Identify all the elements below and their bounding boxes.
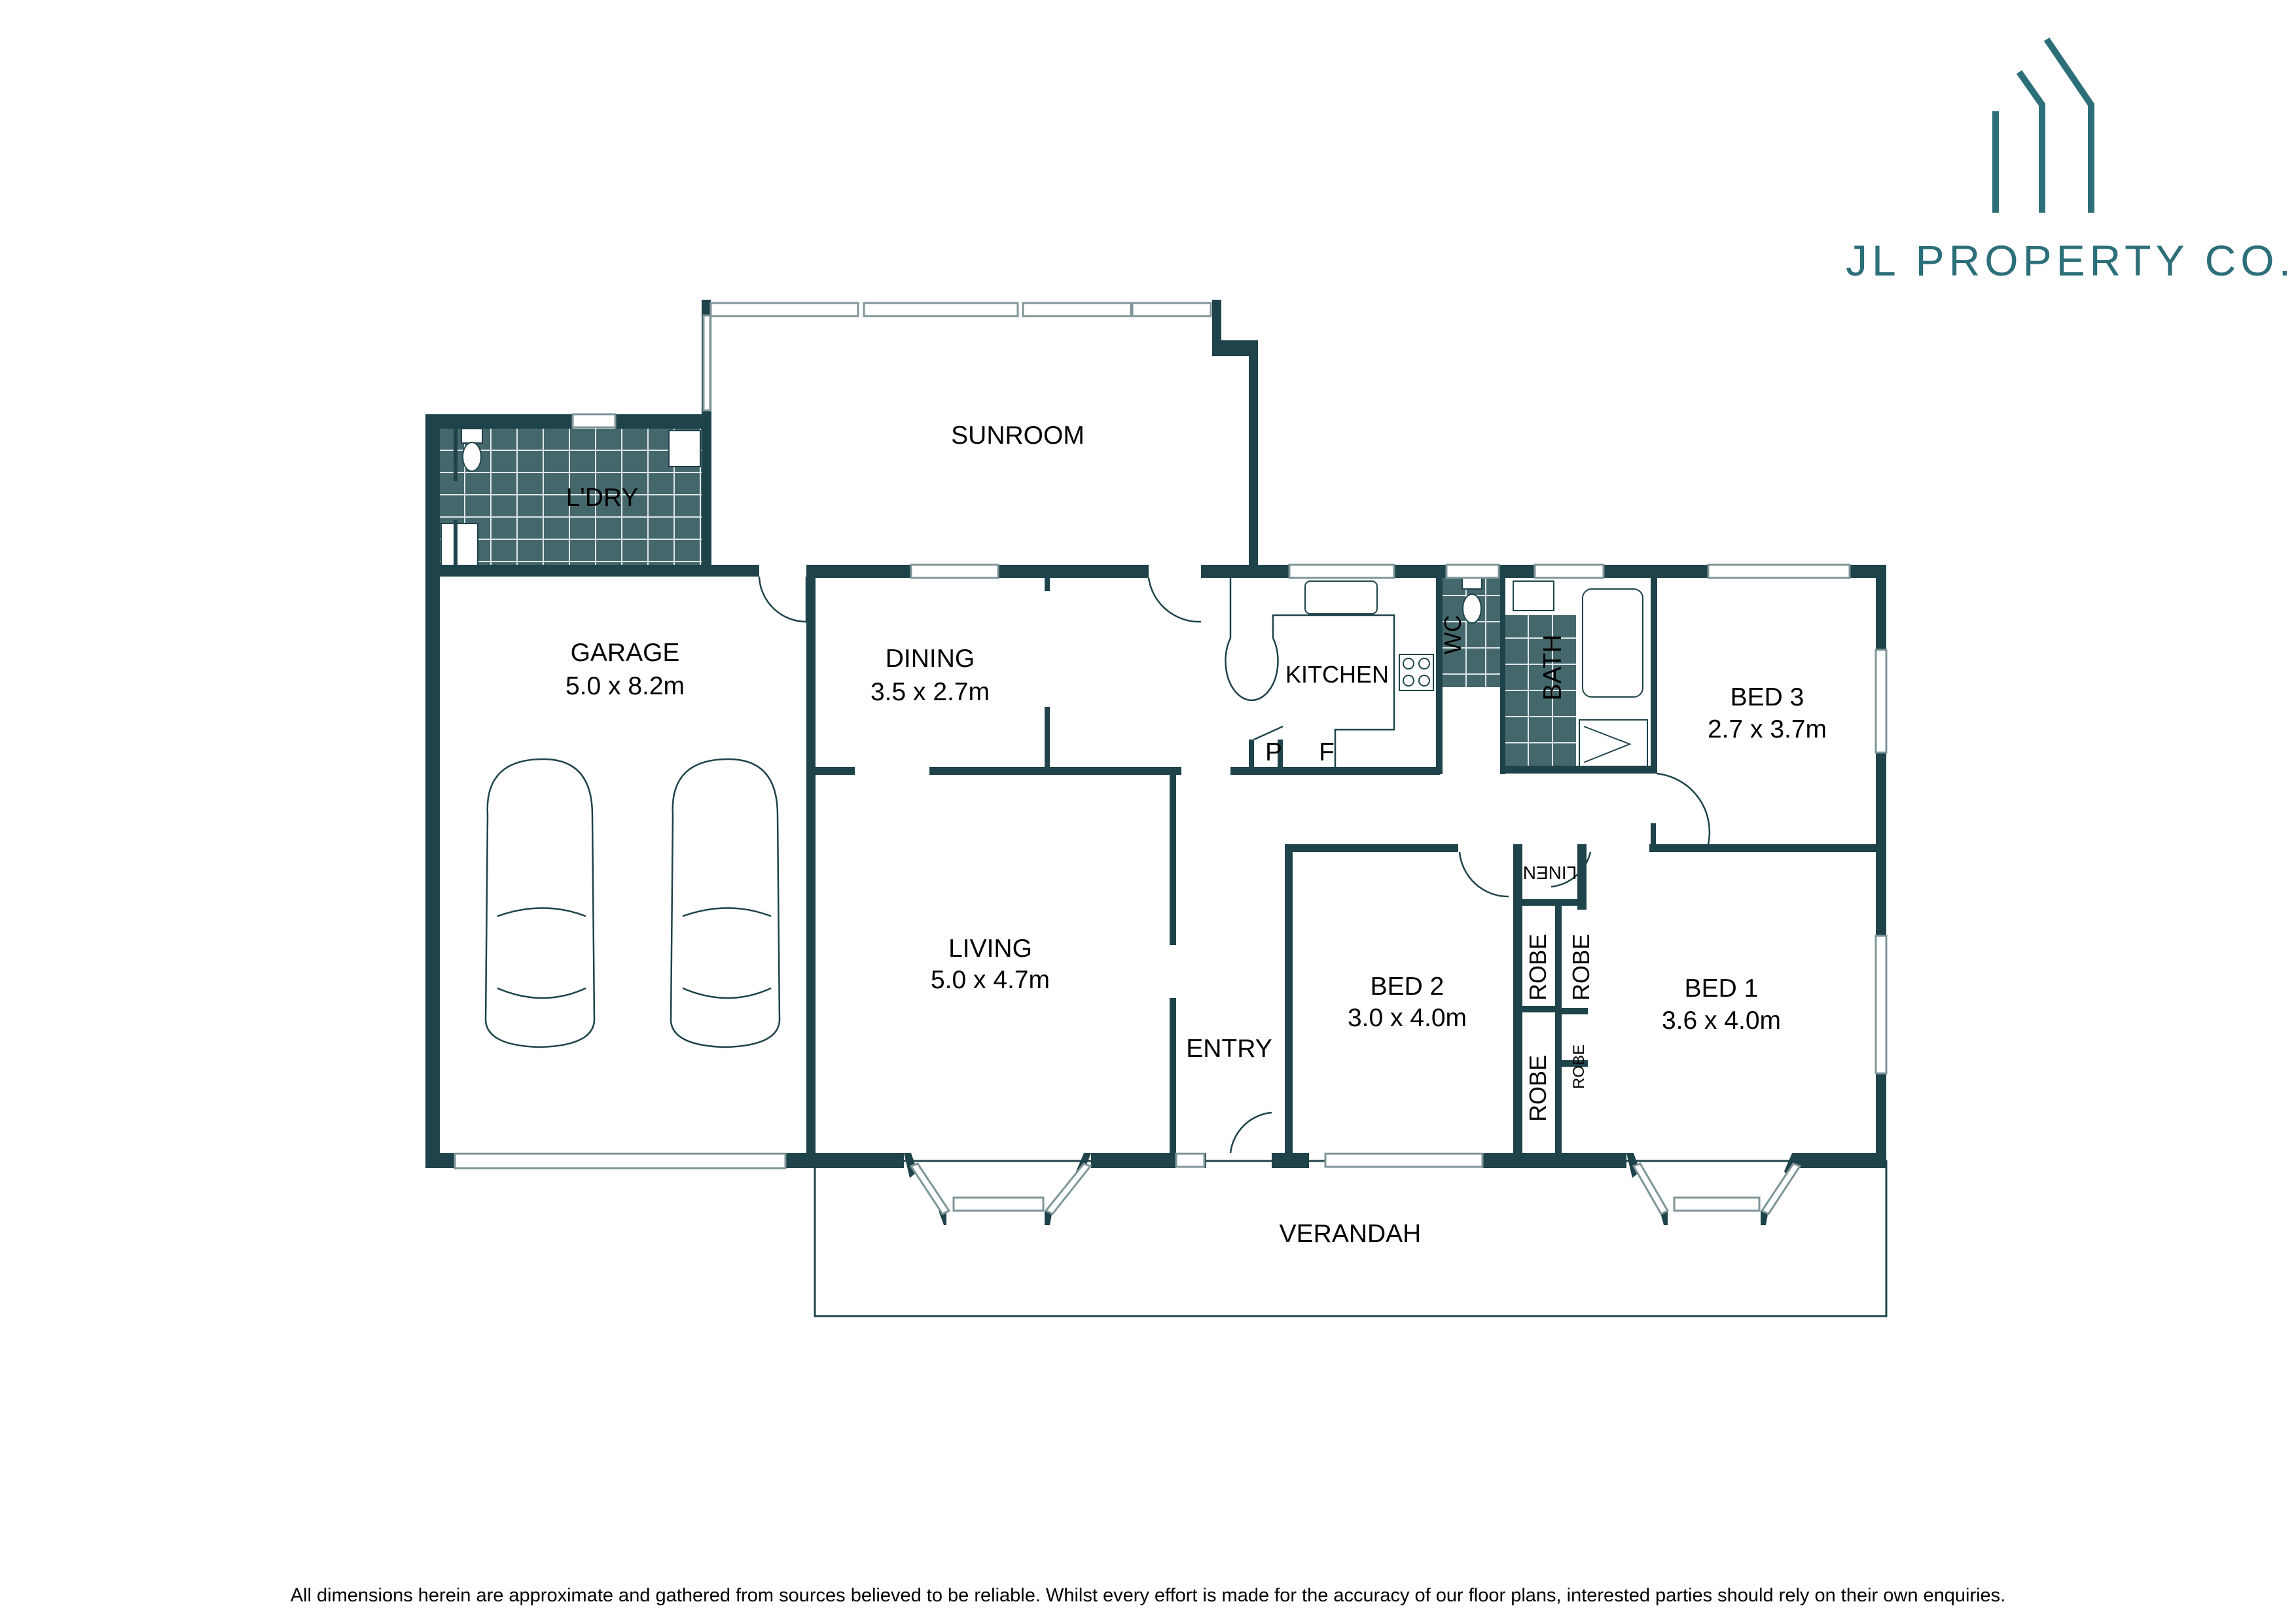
kitchen-sink-icon <box>1304 580 1378 615</box>
room-size-living: 5.0 x 4.7m <box>931 966 1050 994</box>
room-label-entry: ENTRY <box>1186 1035 1272 1063</box>
laundry-tub-icon <box>668 430 701 467</box>
shower-icon <box>440 523 478 569</box>
shower-icon <box>1579 719 1648 770</box>
robe-label: ROBE <box>1568 934 1594 1001</box>
room-label-living: LIVING <box>948 935 1032 963</box>
robe-label: ROBE <box>1570 1044 1588 1089</box>
disclaimer-text: All dimensions herein are approximate an… <box>290 1585 2006 1606</box>
room-label-wc: WC <box>1439 615 1466 654</box>
room-size-bed2: 3.0 x 4.0m <box>1348 1004 1467 1032</box>
toilet-icon <box>462 442 482 472</box>
vanity-basin-icon <box>1513 580 1554 611</box>
windows <box>454 302 1888 1215</box>
room-label-bed3: BED 3 <box>1731 683 1804 711</box>
room-label-bed2: BED 2 <box>1371 972 1444 1001</box>
room-size-dining: 3.5 x 2.7m <box>870 678 990 706</box>
robe-label: ROBE <box>1524 1055 1551 1122</box>
room-label-sunroom: SUNROOM <box>951 421 1085 450</box>
room-size-bed3: 2.7 x 3.7m <box>1708 715 1827 743</box>
fridge-label: F <box>1319 738 1335 766</box>
room-label-verandah: VERANDAH <box>1280 1220 1422 1248</box>
room-label-laundry: L'DRY <box>566 484 639 512</box>
room-size-garage: 5.0 x 8.2m <box>565 672 685 700</box>
robe-label: ROBE <box>1524 934 1551 1001</box>
wet-area-tiles <box>1443 576 1648 770</box>
bathtub-icon <box>1582 588 1643 698</box>
car-icon <box>484 758 781 1048</box>
house-lines-logo-icon <box>1992 37 2094 213</box>
room-label-bed1: BED 1 <box>1685 974 1759 1003</box>
brand-name: JL PROPERTY CO. <box>1846 236 2295 285</box>
room-size-bed1: 3.6 x 4.0m <box>1662 1007 1781 1035</box>
laundry-room <box>440 428 711 569</box>
toilet-icon <box>1462 594 1482 624</box>
room-label-garage: GARAGE <box>571 639 680 667</box>
room-label-dining: DINING <box>886 645 975 673</box>
pantry-label: P <box>1265 738 1282 766</box>
room-label-linen: LINEN <box>1523 863 1577 883</box>
room-label-bath: BATH <box>1539 634 1567 700</box>
walls <box>425 300 1886 1225</box>
room-label-kitchen: KITCHEN <box>1285 661 1389 688</box>
door-swings <box>758 576 1711 1154</box>
